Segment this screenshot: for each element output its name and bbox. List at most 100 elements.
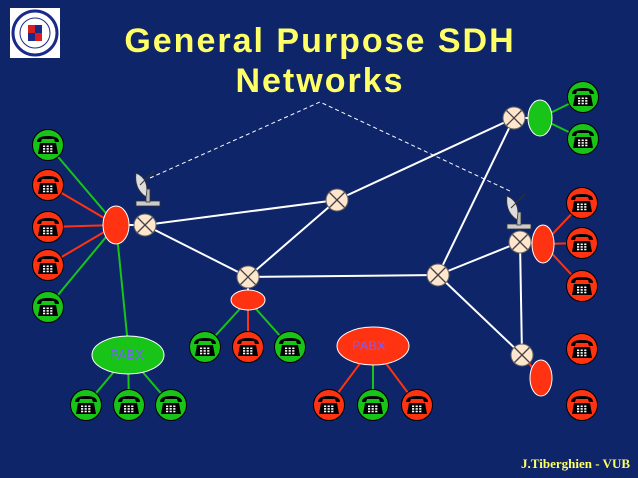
phone-key — [200, 347, 203, 350]
pabx-left-node — [91, 335, 165, 375]
phone-key — [327, 408, 330, 410]
phone-key — [46, 265, 49, 268]
telephone-icon — [566, 270, 598, 302]
phone-key — [243, 352, 246, 355]
switch-cross — [512, 234, 528, 250]
phone-key — [331, 410, 334, 413]
multiplexer-node — [529, 359, 553, 397]
phone-key — [250, 352, 253, 355]
pabx-uplink — [115, 224, 129, 346]
phone-key — [43, 310, 46, 312]
telephone-icon — [566, 333, 598, 365]
phone-key — [285, 352, 288, 355]
trunk-link — [247, 199, 338, 278]
phone-key — [243, 350, 246, 352]
phone-key — [243, 347, 246, 350]
phone-key — [50, 230, 53, 232]
phone-key — [585, 144, 588, 147]
phone-key — [127, 408, 130, 410]
phone-key — [285, 350, 288, 352]
trunk-link — [519, 241, 523, 356]
phone-key — [46, 185, 49, 188]
phone-key — [81, 405, 84, 408]
telephone-icon — [567, 81, 599, 113]
trunk-link — [336, 117, 515, 201]
phone-handset — [571, 340, 593, 346]
phone-handset — [37, 136, 59, 142]
phone-key — [285, 347, 288, 350]
phone-key — [371, 408, 374, 410]
phone-key — [250, 347, 253, 350]
phone-key — [584, 286, 587, 289]
phone-key — [581, 100, 584, 102]
phone-key — [584, 408, 587, 410]
phone-key — [415, 408, 418, 410]
phone-key — [50, 270, 53, 273]
telephone-icon — [566, 227, 598, 259]
telephone-icon — [274, 331, 306, 363]
phone-key — [50, 227, 53, 230]
switch-cross — [240, 269, 256, 285]
phone-key — [580, 289, 583, 291]
multiplexer-node — [230, 289, 266, 311]
phone-key — [200, 350, 203, 352]
phone-key — [375, 410, 378, 413]
pabx-left-label: PABX — [110, 347, 144, 362]
dish-feed — [139, 170, 155, 186]
phone-key — [46, 190, 49, 193]
switch-node-icon — [510, 343, 534, 367]
phone-key — [50, 312, 53, 315]
telephone-icon — [189, 331, 221, 363]
phone-handset — [571, 396, 593, 402]
phone-key — [43, 185, 46, 188]
phone-key — [50, 307, 53, 310]
phone-key — [578, 139, 581, 142]
telephone-icon — [357, 389, 389, 421]
phone-key — [577, 408, 580, 410]
phone-key — [84, 408, 87, 410]
phone-key — [371, 405, 374, 408]
phone-key — [368, 410, 371, 413]
phone-key — [43, 232, 46, 235]
phone-handset — [237, 338, 259, 344]
phone-key — [124, 408, 127, 410]
phone-key — [169, 405, 172, 408]
phone-key — [327, 405, 330, 408]
phone-key — [43, 148, 46, 150]
trunk-link — [144, 224, 249, 278]
phone-key — [577, 246, 580, 248]
phone-handset — [571, 277, 593, 283]
phone-key — [46, 188, 49, 190]
phone-key — [43, 227, 46, 230]
phone-handset — [37, 176, 59, 182]
phone-key — [577, 243, 580, 246]
phone-key — [46, 150, 49, 153]
phone-key — [412, 408, 415, 410]
dish-reflector — [506, 195, 519, 221]
multiplexer-node — [102, 205, 130, 245]
phone-key — [43, 307, 46, 310]
phone-key — [169, 408, 172, 410]
multiplexer-node — [531, 224, 555, 264]
phone-key — [43, 312, 46, 315]
phone-key — [203, 347, 206, 350]
switch-node-icon — [325, 188, 349, 212]
switch-cross — [514, 347, 530, 363]
phone-key — [84, 410, 87, 413]
phone-key — [584, 410, 587, 413]
switch-node-icon — [426, 263, 450, 287]
phone-key — [81, 408, 84, 410]
phone-key — [581, 144, 584, 147]
phone-key — [585, 102, 588, 105]
page-title-line2: Networks — [235, 62, 405, 100]
phone-key — [585, 142, 588, 144]
phone-key — [166, 405, 169, 408]
phone-key — [50, 232, 53, 235]
phone-key — [43, 190, 46, 193]
phone-key — [292, 347, 295, 350]
phone-key — [331, 405, 334, 408]
phone-key — [584, 352, 587, 354]
phone-key — [580, 410, 583, 413]
phone-key — [250, 350, 253, 352]
phone-key — [584, 203, 587, 206]
